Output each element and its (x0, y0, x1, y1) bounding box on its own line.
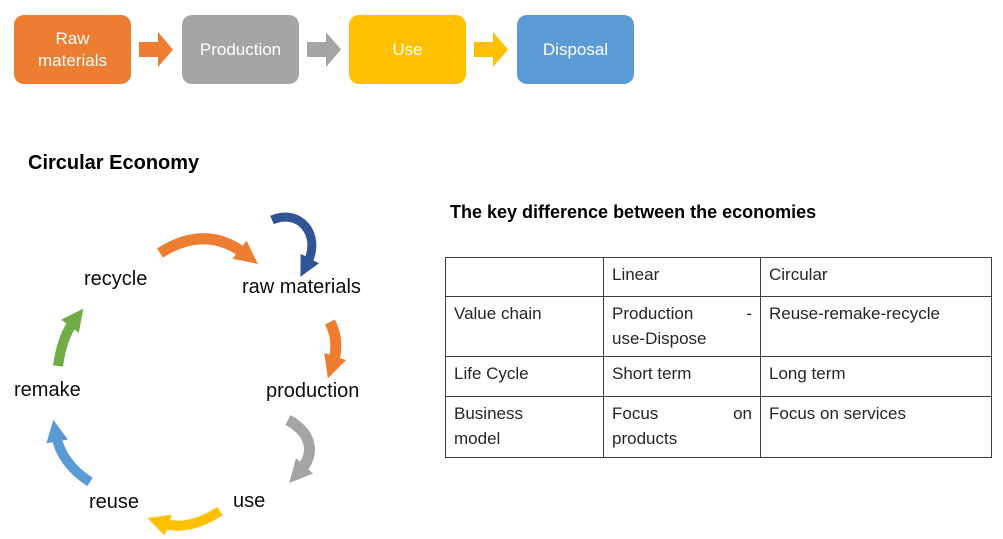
cell-linear-business-model: Focus on products (603, 396, 761, 458)
raw-materials-to-production-arrow (324, 319, 347, 379)
table-row: Business model Focus on products Focus o… (445, 396, 992, 458)
cycle-label-recycle: recycle (84, 268, 148, 290)
flow-step-label: Raw materials (38, 29, 107, 70)
flow-step-label: Disposal (542, 39, 609, 59)
cell-circular-business-model: Focus on services (760, 396, 992, 458)
right-block-arrow-icon (139, 32, 173, 67)
remake-to-recycle-arrow (53, 308, 84, 367)
header-cell-blank (445, 257, 604, 297)
right-block-arrow-icon (474, 32, 508, 67)
row-label-value-chain: Value chain (445, 295, 604, 358)
production-to-use-arrow (285, 415, 315, 484)
cycle-label-production: production (266, 380, 360, 402)
cell-linear-life-cycle: Short term (603, 356, 761, 398)
right-block-arrow-icon (307, 32, 341, 67)
circular-economy-cycle-diagram (46, 212, 347, 536)
row-label-life-cycle: Life Cycle (445, 356, 604, 398)
table-row: Life Cycle Short term Long term (445, 356, 992, 398)
table-header-row: Linear Circular (445, 257, 992, 297)
flow-step-label: Use (392, 39, 423, 59)
circular-economy-title: Circular Economy (28, 152, 200, 174)
raw-materials-loop-arrow (270, 212, 320, 277)
flow-step-label: Production (199, 39, 282, 59)
use-to-reuse-arrow (147, 506, 223, 536)
flow-step-disposal: Disposal (517, 15, 634, 84)
recycle-to-raw-materials-arrow (157, 233, 258, 264)
cycle-label-raw-materials: raw materials (242, 276, 361, 298)
flow-step-use: Use (349, 15, 466, 84)
cell-circular-life-cycle: Long term (760, 356, 992, 398)
reuse-to-remake-arrow (46, 419, 93, 487)
header-cell-linear: Linear (603, 257, 761, 297)
header-cell-circular: Circular (760, 257, 992, 297)
flow-step-raw-materials: Raw materials (14, 15, 131, 84)
flow-step-production: Production (182, 15, 299, 84)
table-row: Value chain Production - use-Dispose Reu… (445, 295, 992, 358)
cycle-label-reuse: reuse (89, 491, 140, 513)
row-label-business-model: Business model (445, 396, 604, 458)
comparison-title: The key difference between the economies (450, 202, 817, 222)
cell-linear-value-chain: Production - use-Dispose (603, 295, 761, 358)
cell-circular-value-chain: Reuse-remake-recycle (760, 295, 992, 358)
cycle-label-remake: remake (14, 379, 81, 401)
cycle-label-use: use (233, 490, 266, 512)
comparison-table: Linear Circular Value chain Production -… (445, 257, 992, 458)
